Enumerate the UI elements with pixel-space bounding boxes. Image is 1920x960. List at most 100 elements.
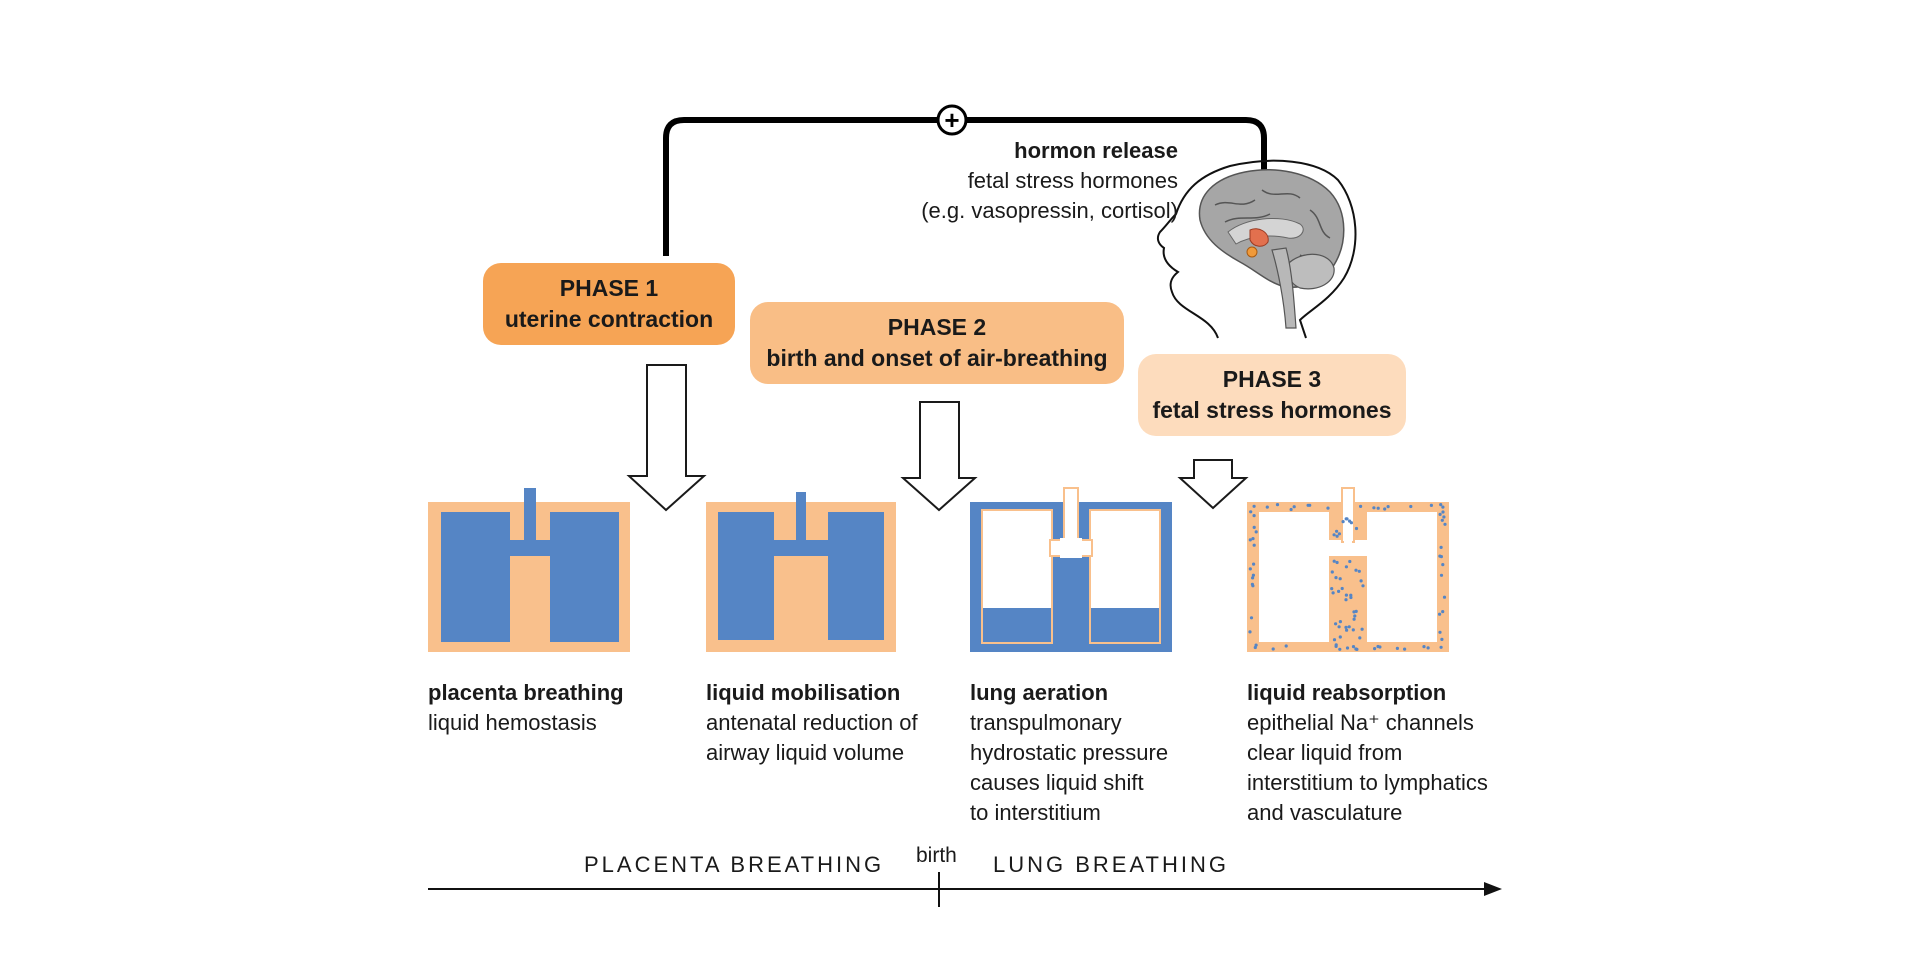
liquid-dot	[1376, 506, 1380, 510]
lung-schematic-lung-aeration	[970, 487, 1172, 652]
timeline-lung-label: LUNG BREATHING	[993, 852, 1229, 877]
brain-folds	[1214, 189, 1331, 263]
liquid-dot	[1354, 526, 1359, 531]
liquid-dot	[1248, 538, 1252, 542]
liquid-dot	[1249, 616, 1254, 620]
stage4-line1: epithelial Na⁺ channels	[1247, 710, 1474, 735]
stage4-line2: clear liquid from	[1247, 740, 1403, 765]
phase2-subtitle: birth and onset of air-breathing	[766, 345, 1108, 371]
stage2-caption: liquid mobilisation antenatal reduction …	[706, 678, 956, 768]
liquid-dot	[1330, 587, 1334, 591]
liquid-dot	[1330, 570, 1334, 574]
liquid-dot	[1359, 504, 1363, 508]
liquid-dot	[1284, 644, 1288, 648]
phase2-down-arrow	[900, 401, 978, 512]
fetal-head-brain-icon	[1156, 159, 1357, 339]
phase1-down-arrow	[626, 364, 707, 512]
stage1-title: placenta breathing	[428, 680, 624, 705]
liquid-dot	[1254, 530, 1258, 534]
stage4-title: liquid reabsorption	[1247, 680, 1447, 705]
liquid-dot	[1442, 595, 1447, 599]
liquid-dot	[1332, 559, 1336, 563]
liquid-dot	[1440, 637, 1444, 642]
liquid-dot	[1337, 532, 1341, 536]
stage3-line3: causes liquid shift	[970, 770, 1144, 795]
liquid-dot	[1386, 505, 1390, 509]
pituitary-icon	[1246, 246, 1258, 258]
liquid-dot	[1351, 628, 1355, 632]
liquid-dot	[1351, 645, 1356, 649]
liquid-dot	[1383, 507, 1387, 511]
cerebellum	[1287, 253, 1335, 290]
liquid-dot	[1439, 555, 1443, 559]
liquid-dot	[1338, 647, 1342, 651]
liquid-dot	[1440, 518, 1444, 522]
liquid-dot	[1252, 514, 1256, 518]
liquid-dot	[1248, 630, 1252, 634]
liquid-dot	[1441, 610, 1445, 614]
liquid-dot	[1372, 506, 1376, 510]
liquid-dot	[1348, 559, 1352, 564]
liquid-dot	[1345, 517, 1349, 521]
liquid-dot	[1357, 569, 1361, 573]
stage3-caption: lung aeration transpulmonary hydrostatic…	[970, 678, 1220, 828]
stage2-title: liquid mobilisation	[706, 680, 901, 705]
liquid-dot	[1358, 636, 1362, 640]
phase2-title: PHASE 2	[887, 314, 987, 340]
liquid-dot	[1251, 573, 1255, 577]
lung-schematic-liquid-mobilisation	[706, 492, 896, 652]
hormone-release-title: hormon release	[1014, 138, 1178, 163]
liquid-dot	[1338, 620, 1342, 624]
liquid-dot	[1344, 625, 1348, 630]
liquid-dot	[1345, 628, 1349, 632]
liquid-dot	[1349, 521, 1353, 525]
liquid-dot	[1353, 614, 1357, 618]
liquid-dot	[1252, 543, 1256, 547]
positive-feedback-circle	[936, 104, 968, 136]
liquid-dot	[1345, 646, 1350, 650]
stage4-line3: interstitium to lymphatics	[1247, 770, 1488, 795]
liquid-dot	[1249, 510, 1253, 514]
liquid-dot	[1344, 593, 1348, 597]
liquid-dot	[1429, 503, 1433, 507]
liquid-dot	[1337, 589, 1341, 594]
liquid-dot	[1335, 560, 1339, 565]
liquid-dot	[1292, 505, 1296, 509]
stage1-caption: placenta breathing liquid hemostasis	[428, 678, 678, 738]
liquid-dot	[1442, 515, 1446, 519]
stage2-line2: airway liquid volume	[706, 740, 905, 765]
liquid-dot	[1439, 645, 1443, 649]
hormone-release-line1: fetal stress hormones	[967, 168, 1178, 193]
stage3-line4: to interstitium	[970, 800, 1101, 825]
brainstem	[1271, 247, 1297, 329]
liquid-dot	[1334, 643, 1338, 647]
liquid-dot	[1352, 617, 1356, 621]
liquid-dot	[1361, 584, 1365, 588]
liquid-dot	[1338, 577, 1342, 581]
phase3-down-arrow	[1177, 459, 1249, 510]
liquid-dot	[1248, 567, 1252, 571]
timeline-birth-label: birth	[916, 844, 957, 867]
liquid-dot	[1289, 507, 1293, 512]
liquid-dot	[1337, 625, 1341, 629]
liquid-dot	[1335, 529, 1339, 533]
hormone-release-line2: (e.g. vasopressin, cortisol)	[921, 198, 1178, 223]
liquid-dot	[1439, 545, 1443, 550]
liquid-dot	[1354, 568, 1358, 572]
phase1-title: PHASE 1	[559, 275, 659, 301]
phase1-subtitle: uterine contraction	[504, 306, 714, 332]
liquid-dot	[1438, 512, 1442, 517]
liquid-dot	[1265, 505, 1269, 509]
liquid-dot	[1335, 534, 1339, 538]
phase1-box: PHASE 1 uterine contraction	[483, 263, 735, 345]
liquid-dot	[1251, 576, 1255, 580]
timeline-arrowhead	[1484, 882, 1502, 896]
positive-feedback-sign: +	[944, 105, 959, 135]
head-outline	[1156, 159, 1357, 339]
liquid-dot	[1360, 627, 1364, 631]
liquid-dot	[1439, 573, 1444, 577]
liquid-dot	[1355, 647, 1359, 652]
phase2-box: PHASE 2 birth and onset of air-breathing	[750, 302, 1124, 384]
